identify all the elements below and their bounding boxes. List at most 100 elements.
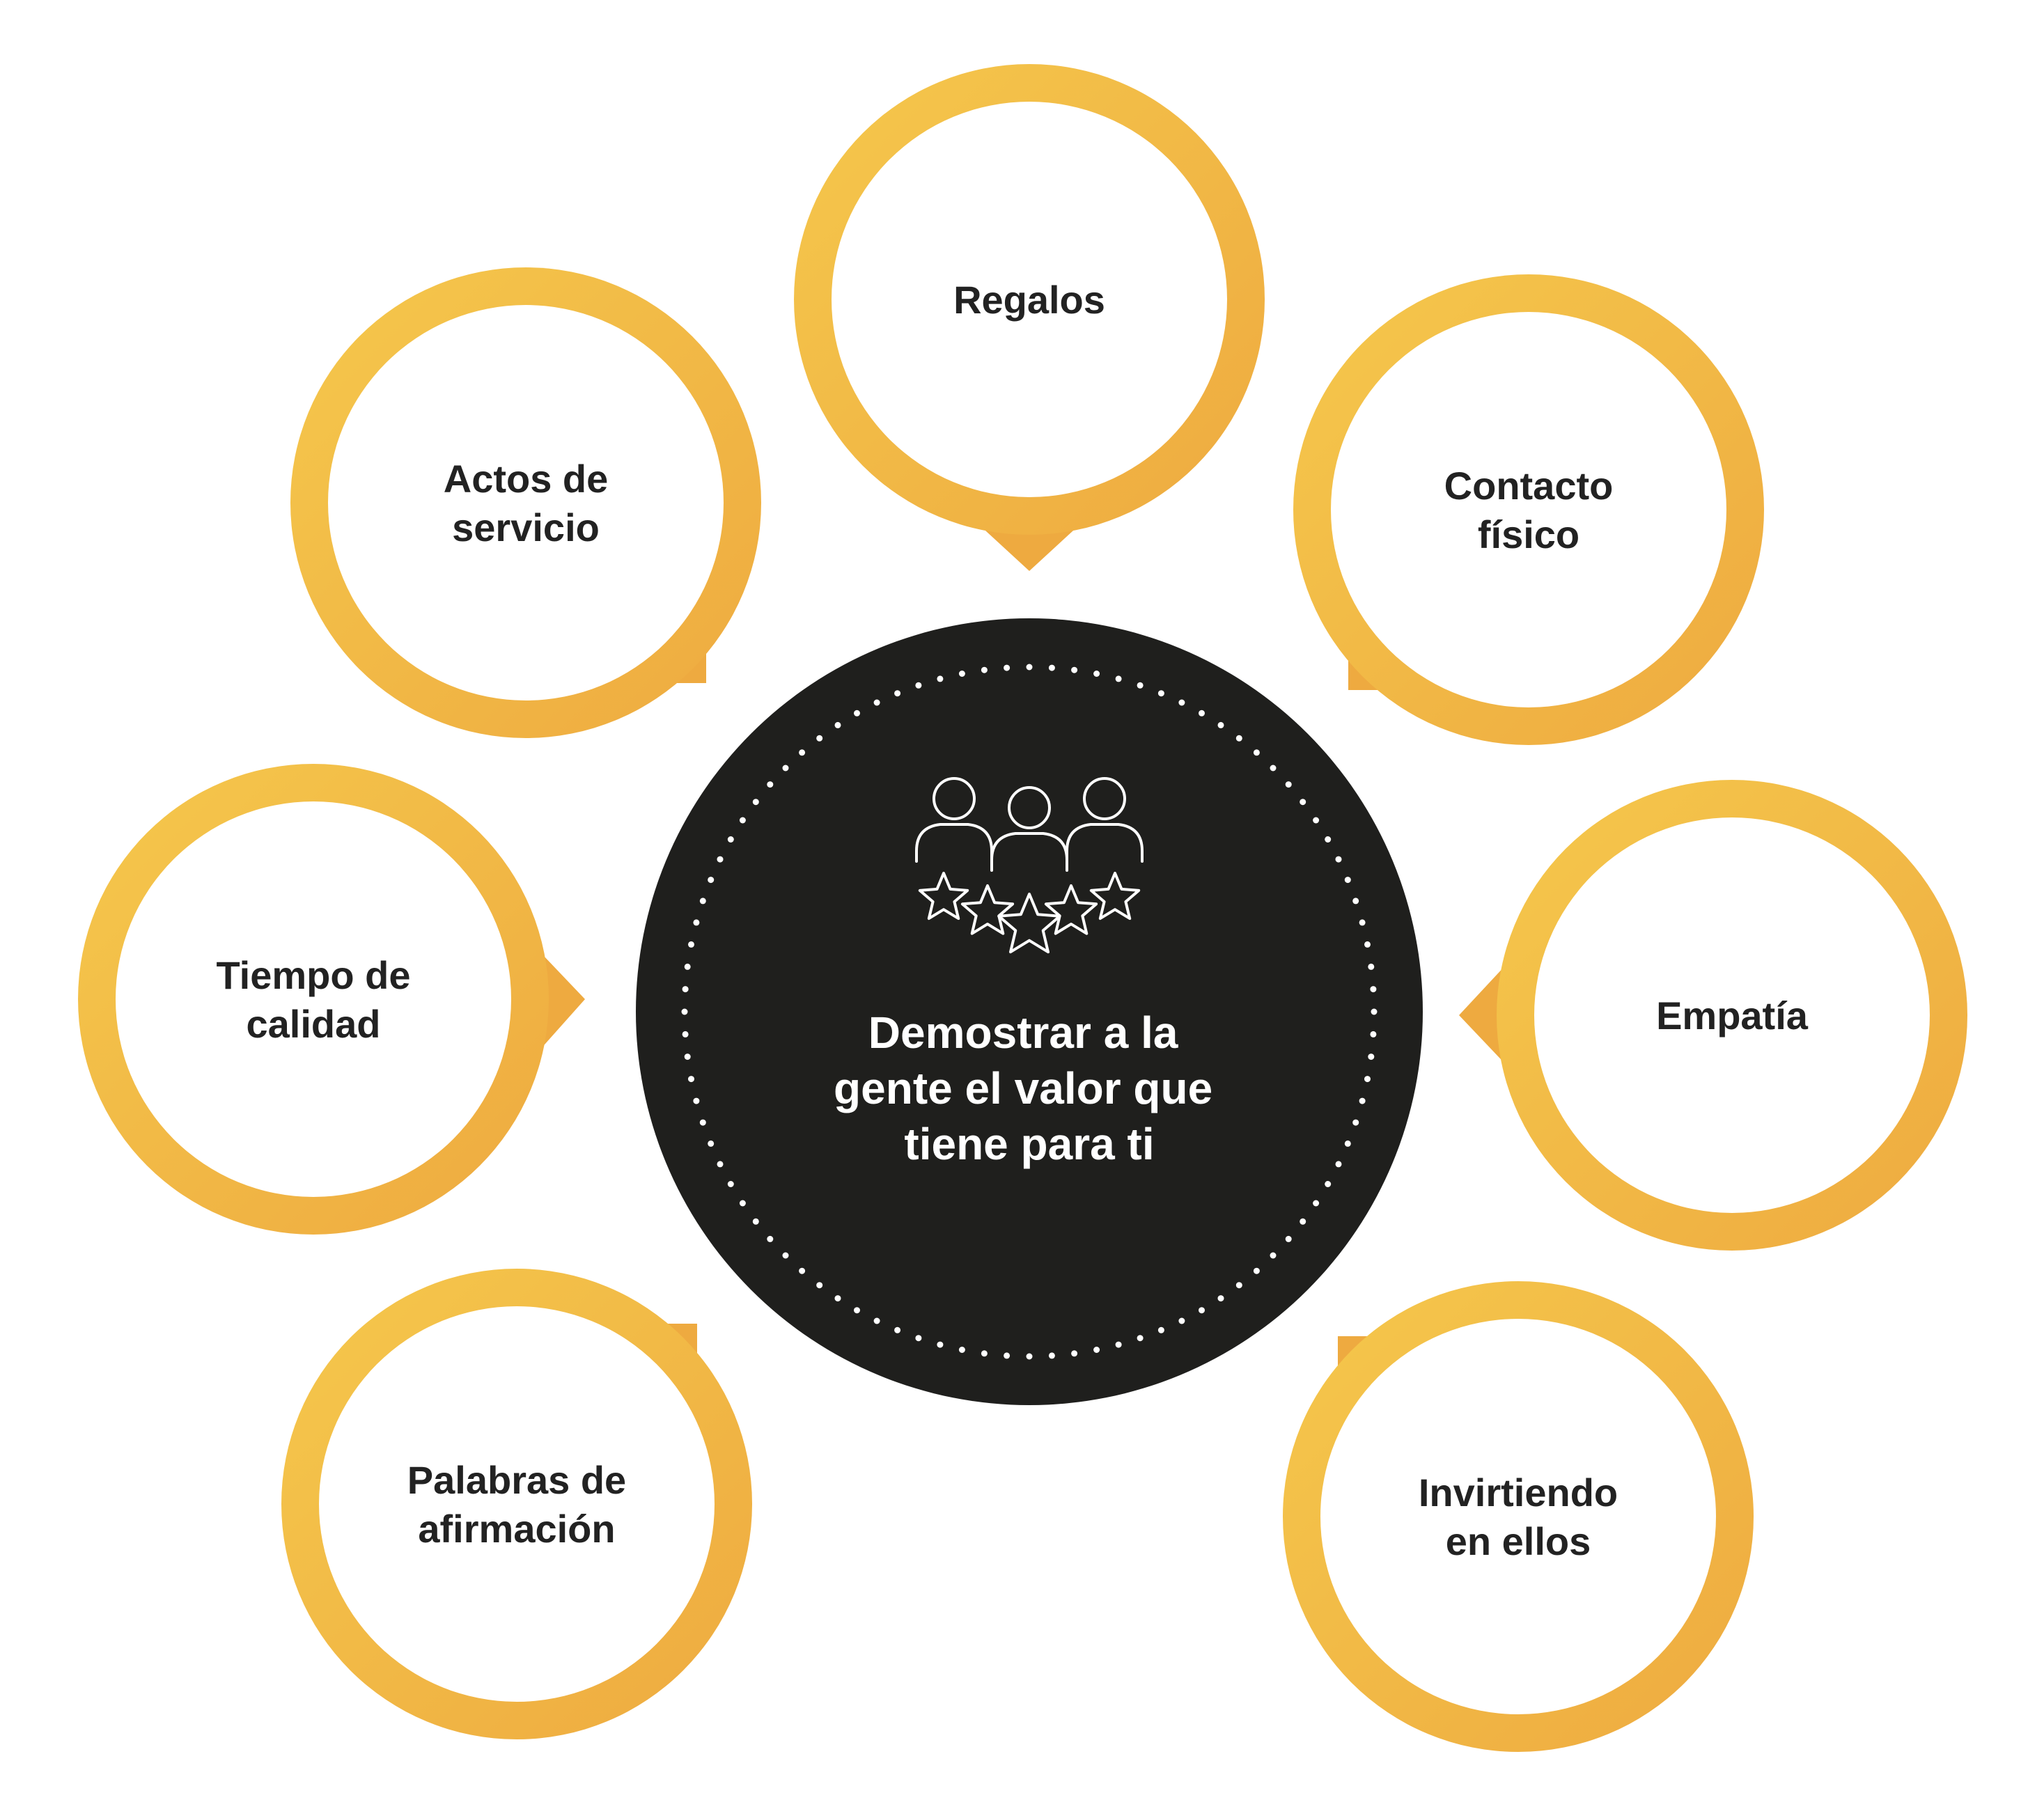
ring-dot [1300, 799, 1306, 806]
node-inner [1320, 1319, 1716, 1714]
ring-dot [981, 1350, 988, 1357]
node-inner [1534, 817, 1930, 1213]
ring-dot [1325, 1181, 1332, 1187]
ring-dot [915, 682, 922, 689]
ring-dot [1137, 1335, 1144, 1342]
node-label-line: Regalos [953, 278, 1105, 322]
ring-dot [1335, 1161, 1342, 1168]
node-label-line: Contacto [1444, 464, 1614, 508]
ring-dot [1253, 749, 1260, 756]
node-label-line: calidad [247, 1002, 381, 1046]
ring-dot [752, 1218, 759, 1225]
ring-dot [752, 799, 759, 806]
ring-dot [854, 1307, 860, 1314]
ring-dot [816, 735, 823, 742]
ring-dot [688, 1076, 694, 1083]
ring-dot [1325, 836, 1332, 843]
ring-dot [1359, 919, 1366, 926]
center-circle: Demostrar a la gente el valor que tiene … [636, 618, 1423, 1405]
node-inner [116, 801, 511, 1197]
ring-dot [1026, 664, 1033, 671]
star-icon [997, 893, 1061, 954]
ring-dot [782, 765, 789, 772]
ring-dot [1004, 1352, 1011, 1359]
ring-dot [1368, 963, 1375, 970]
star-icon [960, 884, 1015, 935]
center-disc [636, 618, 1423, 1405]
node-label: Empatía [1656, 994, 1809, 1037]
node-label-line: afirmación [418, 1507, 615, 1551]
ring-dot [1270, 1252, 1277, 1259]
ring-dot [1352, 1119, 1359, 1126]
ring-dot [937, 675, 944, 682]
ring-dot [1048, 1352, 1055, 1359]
ring-dot [1270, 765, 1277, 772]
ring-dot [684, 1054, 691, 1060]
ring-dot [684, 963, 691, 970]
ring-dot [717, 856, 724, 863]
people-rating-stars-icon [915, 777, 1144, 954]
ring-dot [688, 941, 694, 948]
ring-dot [693, 1097, 700, 1104]
ring-dot [708, 877, 715, 884]
ring-dot [1115, 675, 1122, 682]
node-label-line: en ellos [1446, 1519, 1591, 1563]
ring-dot [1071, 1350, 1078, 1357]
ring-dot [699, 898, 706, 904]
ring-dot [894, 690, 901, 697]
ring-dot [727, 1181, 734, 1187]
ring-dot [693, 919, 700, 926]
ring-dot [915, 1335, 922, 1342]
ring-dot [799, 749, 806, 756]
ring-dot [717, 1161, 724, 1168]
node-label-line: servicio [452, 506, 600, 549]
ring-dot [799, 1267, 806, 1274]
center-title-line: tiene para ti [904, 1119, 1154, 1169]
center-title-line: Demostrar a la [868, 1008, 1178, 1058]
ring-dot [1364, 1076, 1371, 1083]
ring-dot [1048, 664, 1055, 671]
ring-dot [1199, 710, 1205, 716]
ring-dot [727, 836, 734, 843]
center-title-line: gente el valor que [834, 1063, 1212, 1113]
ring-dot [1300, 1218, 1306, 1225]
node-label-line: Empatía [1656, 994, 1809, 1037]
ring-dot [708, 1140, 715, 1147]
ring-dot [1093, 671, 1100, 677]
ring-dot [739, 1200, 746, 1207]
ring-dot [834, 1295, 841, 1302]
ring-dot [894, 1326, 901, 1333]
ring-dot [699, 1119, 706, 1126]
ring-dot [937, 1341, 944, 1348]
ring-dot [1004, 664, 1011, 671]
ring-dot [1157, 1326, 1164, 1333]
node-inner [832, 102, 1227, 497]
ring-dot [1364, 941, 1371, 948]
ring-dot [1371, 1008, 1378, 1015]
ring-dot [1368, 1054, 1375, 1060]
ring-dot [834, 721, 841, 728]
ring-dot [1178, 699, 1185, 706]
node-actos-de-servicio: Actos de servicio [290, 267, 761, 738]
ring-dot [1344, 877, 1351, 884]
node-label-line: Actos de [444, 457, 609, 501]
node-regalos: Regalos [794, 64, 1265, 571]
ring-dot [873, 699, 880, 706]
ring-dot [958, 671, 965, 677]
ring-dot [682, 986, 689, 993]
ring-dot [854, 710, 860, 716]
ring-dot [1093, 1347, 1100, 1353]
ring-dot [1157, 690, 1164, 697]
ring-dot [767, 1235, 774, 1242]
dotted-ring [681, 664, 1378, 1360]
ring-dot [1370, 986, 1377, 993]
